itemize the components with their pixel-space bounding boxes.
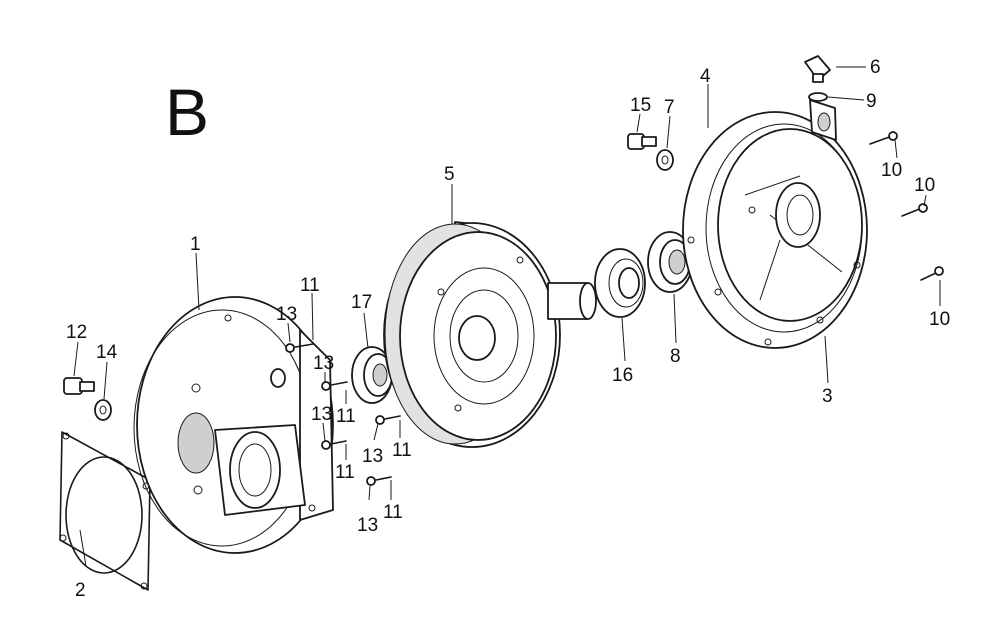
callout-11-b: 11 — [336, 406, 356, 427]
callout-17: 17 — [351, 292, 372, 313]
leader-lines — [73, 66, 941, 567]
bolt-part-15 — [627, 133, 657, 150]
gasket-part-2 — [59, 431, 151, 591]
bolt-part-11-13-d — [375, 415, 401, 425]
callout-4: 4 — [700, 66, 711, 87]
callout-2: 2 — [75, 580, 86, 601]
callout-11-e: 11 — [383, 502, 403, 523]
callout-8: 8 — [670, 346, 681, 367]
washer-part-7 — [656, 149, 674, 171]
callout-11-c: 11 — [335, 462, 355, 483]
oil-seal-part-17 — [351, 346, 393, 404]
callout-13-a: 13 — [276, 304, 297, 325]
callout-13-d: 13 — [362, 446, 383, 467]
bolt-part-11-13-b — [321, 381, 348, 391]
callout-1: 1 — [190, 234, 201, 255]
left-cover-part-1 — [133, 296, 334, 554]
callout-11-a: 11 — [300, 275, 320, 296]
callout-3: 3 — [822, 386, 833, 407]
callout-13-c: 13 — [311, 404, 332, 425]
callout-10-c: 10 — [929, 309, 950, 330]
oil-seal-part-8 — [647, 231, 693, 293]
callout-10-b: 10 — [914, 175, 935, 196]
washer-part-14 — [94, 399, 112, 421]
callout-13-e: 13 — [357, 515, 378, 536]
callout-14: 14 — [96, 342, 118, 363]
ring-gear-part-5 — [383, 221, 597, 448]
plug-part-6 — [804, 55, 831, 83]
bolt-part-10-c — [920, 266, 944, 281]
bearing-part-16 — [594, 248, 646, 318]
o-ring-part-9 — [808, 92, 828, 102]
callout-labels: 1 2 3 4 5 6 7 8 9 10 10 10 11 11 11 11 1… — [66, 57, 950, 601]
section-letter: B — [165, 75, 209, 149]
bolt-part-10-b — [901, 203, 928, 217]
callout-12: 12 — [66, 322, 87, 343]
bolt-part-12 — [63, 377, 95, 395]
bolt-part-11-13-e — [366, 476, 392, 486]
callout-16: 16 — [612, 365, 633, 386]
callout-10-a: 10 — [881, 160, 902, 181]
callout-11-d: 11 — [392, 440, 412, 461]
callout-7: 7 — [664, 97, 675, 118]
callout-6: 6 — [870, 57, 881, 78]
callout-9: 9 — [866, 91, 877, 112]
right-case-part-3-4 — [682, 99, 868, 349]
callout-15: 15 — [630, 95, 651, 116]
bolt-part-11-13-a — [285, 343, 314, 353]
callout-5: 5 — [444, 164, 455, 185]
callout-13-b: 13 — [313, 353, 334, 374]
bolt-part-11-13-c — [321, 440, 347, 450]
bolt-part-10-a — [869, 131, 898, 145]
